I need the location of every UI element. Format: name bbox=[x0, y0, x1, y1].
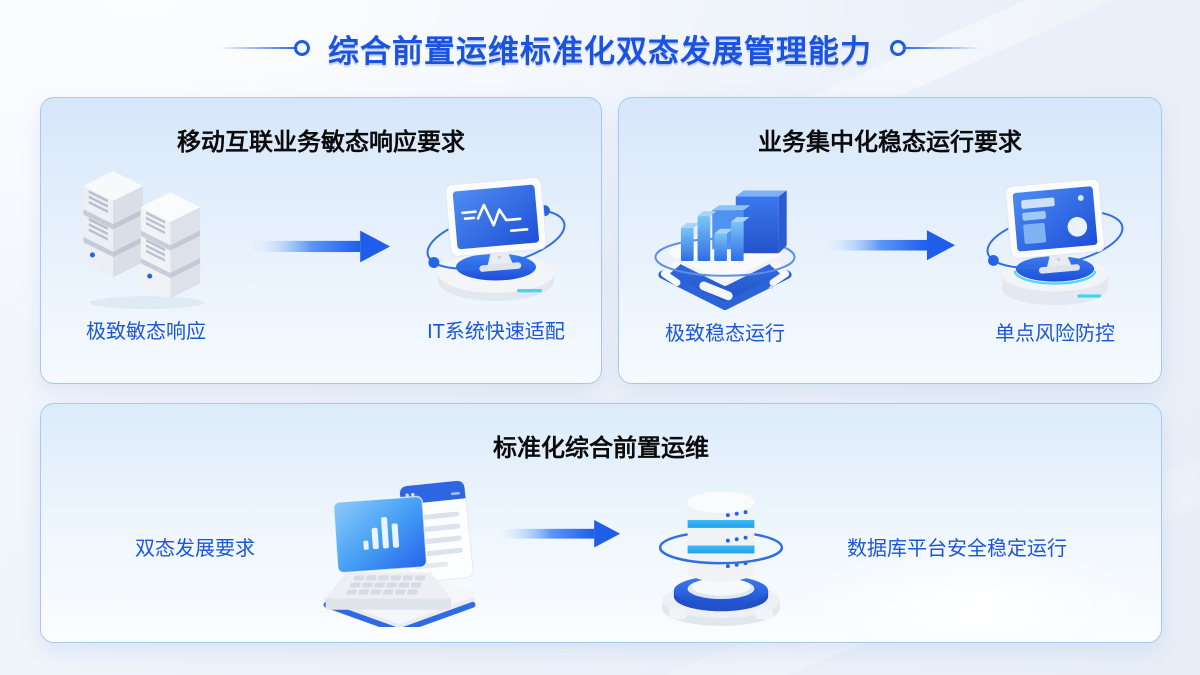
page-title: 综合前置运维标准化双态发展管理能力 bbox=[328, 33, 872, 69]
label-it-adapt: IT系统快速适配 bbox=[427, 321, 565, 343]
agile-response-group: 极致敏态响应 bbox=[41, 169, 251, 344]
card-agile-requirements: 移动互联业务敏态响应要求 bbox=[40, 97, 602, 384]
risk-control-group: 单点风险防控 bbox=[956, 169, 1154, 346]
card-stable-body: 极致稳态运行 bbox=[619, 169, 1161, 346]
server-stack-icon bbox=[74, 169, 218, 309]
page-header: 综合前置运维标准化双态发展管理能力 bbox=[0, 24, 1200, 72]
title-right-line bbox=[904, 47, 982, 49]
bar-chart-platform-icon bbox=[649, 169, 801, 311]
card-standard-title: 标准化综合前置运维 bbox=[493, 435, 709, 462]
title-left-dot bbox=[294, 40, 310, 56]
arrow-right-icon bbox=[824, 225, 956, 265]
card-agile-title: 移动互联业务敏态响应要求 bbox=[177, 129, 465, 156]
monitor-pulse-icon bbox=[420, 169, 572, 309]
label-agile-response: 极致敏态响应 bbox=[86, 321, 206, 343]
title-left-line bbox=[218, 47, 296, 49]
label-dual-state: 双态发展要求 bbox=[135, 537, 255, 560]
database-icon bbox=[635, 465, 807, 627]
card-stable-title: 业务集中化稳态运行要求 bbox=[758, 129, 1022, 156]
stable-run-group: 极致稳态运行 bbox=[626, 169, 824, 346]
label-risk-control: 单点风险防控 bbox=[995, 323, 1115, 345]
it-adapt-group: IT系统快速适配 bbox=[391, 169, 601, 344]
laptop-chart-icon bbox=[311, 465, 489, 627]
label-stable-run: 极致稳态运行 bbox=[665, 323, 785, 345]
card-stable-requirements: 业务集中化稳态运行要求 bbox=[618, 97, 1162, 384]
arrow-right-icon bbox=[251, 225, 391, 268]
card-agile-body: 极致敏态响应 bbox=[41, 169, 601, 344]
label-db-platform: 数据库平台安全稳定运行 bbox=[847, 537, 1067, 560]
card-standard-body: 双态发展要求 bbox=[41, 465, 1161, 627]
monitor-dashboard-icon bbox=[979, 169, 1131, 311]
card-standard-ops: 标准化综合前置运维 双态发展要求 bbox=[40, 403, 1162, 643]
arrow-right-icon bbox=[499, 515, 621, 552]
